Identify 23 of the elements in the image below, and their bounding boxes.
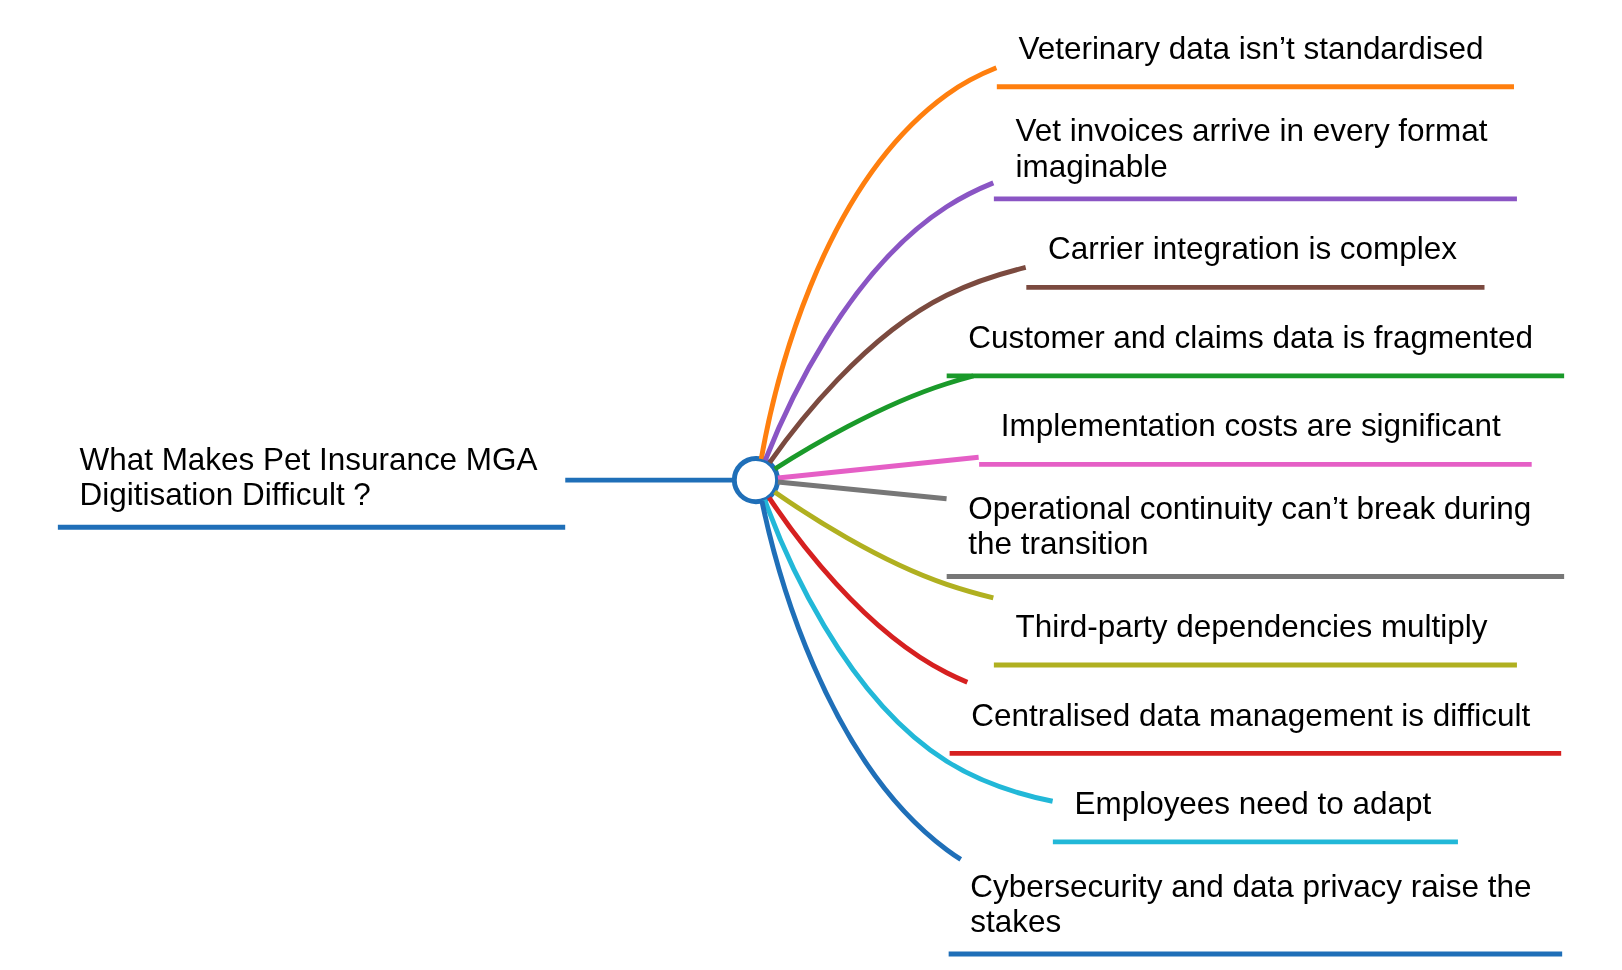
node-text: Implementation costs are significant xyxy=(1000,408,1501,444)
connector xyxy=(773,490,994,601)
connector xyxy=(777,479,947,502)
connector xyxy=(763,180,995,462)
node-circle xyxy=(731,456,781,505)
connector xyxy=(767,496,969,685)
node-text: Veterinary data isn’t standardised xyxy=(1018,30,1484,66)
connector xyxy=(758,65,998,460)
node-text: Third-party dependencies multiply xyxy=(1015,609,1488,644)
node-text: Vet invoices arrive in every format imaginable xyxy=(1015,113,1488,184)
node-text: Carrier integration is complex xyxy=(1047,231,1457,267)
connector xyxy=(773,373,974,472)
node-text: What Makes Pet Insurance MGA Digitisation Difficult ? xyxy=(79,441,538,513)
node-text: Cybersecurity and data privacy raise the stakes xyxy=(970,868,1532,939)
connector xyxy=(565,477,734,483)
connector xyxy=(777,454,979,481)
connector xyxy=(759,500,963,862)
connector xyxy=(767,265,1027,465)
node-text: Employees need to adapt xyxy=(1074,785,1432,821)
node-text: Customer and claims data is fragmented xyxy=(968,319,1533,355)
node-text: Operational continuity can’t break during the transition xyxy=(968,491,1532,562)
node-text: Centralised data management is difficult xyxy=(971,697,1531,733)
connector xyxy=(762,499,1054,804)
